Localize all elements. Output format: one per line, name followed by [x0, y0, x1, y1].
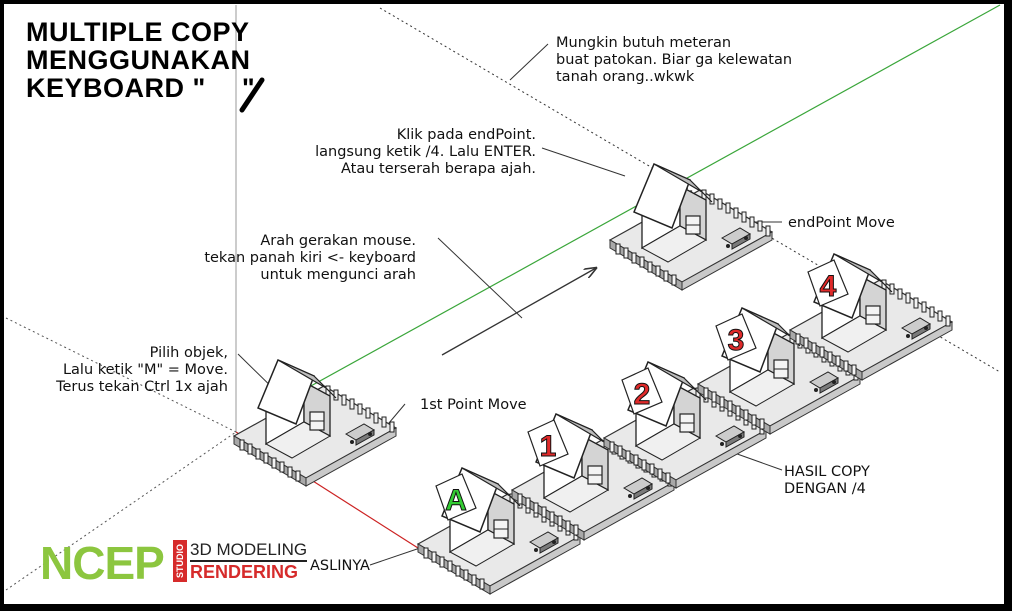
note-pilih: Pilih objek, Lalu ketik "M" = Move. Teru… [56, 345, 228, 396]
note-arah-line-1: Arah gerakan mouse. [260, 233, 416, 249]
note-endpoint: Klik pada endPoint. langsung ketik /4. L… [315, 127, 536, 178]
note-endpoint-line-3: Atau terserah berapa ajah. [341, 161, 536, 177]
leader-endpoint [541, 147, 626, 177]
leader-aslinya [369, 547, 421, 566]
slash-key-icon [239, 77, 265, 113]
note-meteran-line-2: buat patokan. Biar ga kelewatan [556, 52, 793, 68]
note-pilih-line-2: Lalu ketik "M" = Move. [62, 362, 228, 378]
sign-2: 2 [621, 367, 663, 415]
note-first-point: 1st Point Move [420, 397, 527, 413]
note-hasil-line-1: HASIL COPY [784, 464, 870, 480]
leader-arah [437, 237, 523, 319]
house-original [233, 359, 397, 487]
title-line-3-suffix: " [241, 73, 256, 103]
note-hasil-line-2: DENGAN /4 [784, 481, 866, 497]
note-meteran-line-3: tanah orang..wkwk [556, 69, 695, 85]
mouse-direction-arrow [441, 268, 596, 356]
logo-studio-badge: STUDIO [173, 540, 187, 582]
sign-1-label: 1 [540, 430, 557, 463]
logo-main-text: NCEP [40, 537, 165, 589]
note-meteran-line-1: Mungkin butuh meteran [556, 35, 732, 51]
logo-line-2: RENDERING [190, 562, 299, 582]
note-arah: Arah gerakan mouse. tekan panah kiri <- … [204, 233, 416, 284]
logo-line-1: 3D MODELING [190, 540, 308, 562]
note-arah-line-3: untuk mengunci arah [260, 267, 416, 283]
sign-a: A [435, 473, 477, 521]
note-meteran: Mungkin butuh meteran buat patokan. Biar… [556, 35, 792, 86]
sign-3-label: 3 [728, 324, 745, 357]
sign-3: 3 [715, 313, 757, 361]
house-endpoint [609, 163, 773, 291]
note-pilih-line-1: Pilih objek, [149, 345, 228, 361]
title-line-3: KEYBOARD " " [26, 74, 255, 102]
title-line-2: MENGGUNAKAN [26, 45, 251, 75]
title-line-1: MULTIPLE COPY [26, 17, 250, 47]
page-title: MULTIPLE COPY MENGGUNAKAN KEYBOARD " " [26, 18, 255, 102]
scene: A 1 2 3 4 [5, 4, 1001, 595]
note-aslinya: ASLINYA [310, 558, 370, 574]
sign-2-label: 2 [634, 378, 651, 411]
canvas: A 1 2 3 4 MULTIPLE COPY MENGGUNAKAN KEYB… [4, 4, 1004, 604]
note-arah-line-2: tekan panah kiri <- keyboard [204, 250, 416, 266]
note-endpoint-line-2: langsung ketik /4. Lalu ENTER. [315, 144, 536, 160]
sign-4-label: 4 [820, 270, 837, 303]
note-hasil: HASIL COPY DENGAN /4 [784, 464, 870, 498]
note-endpoint-line-1: Klik pada endPoint. [396, 127, 536, 143]
leader-meteran [509, 43, 549, 81]
note-endpoint-move: endPoint Move [788, 215, 895, 231]
sign-1: 1 [527, 419, 569, 467]
sign-4: 4 [807, 259, 849, 307]
sign-a-label: A [445, 484, 467, 517]
title-line-3-prefix: KEYBOARD " [26, 73, 206, 103]
note-pilih-line-3: Terus tekan Ctrl 1x ajah [56, 379, 228, 395]
dotted-guide-lower-left-2 [5, 431, 237, 591]
